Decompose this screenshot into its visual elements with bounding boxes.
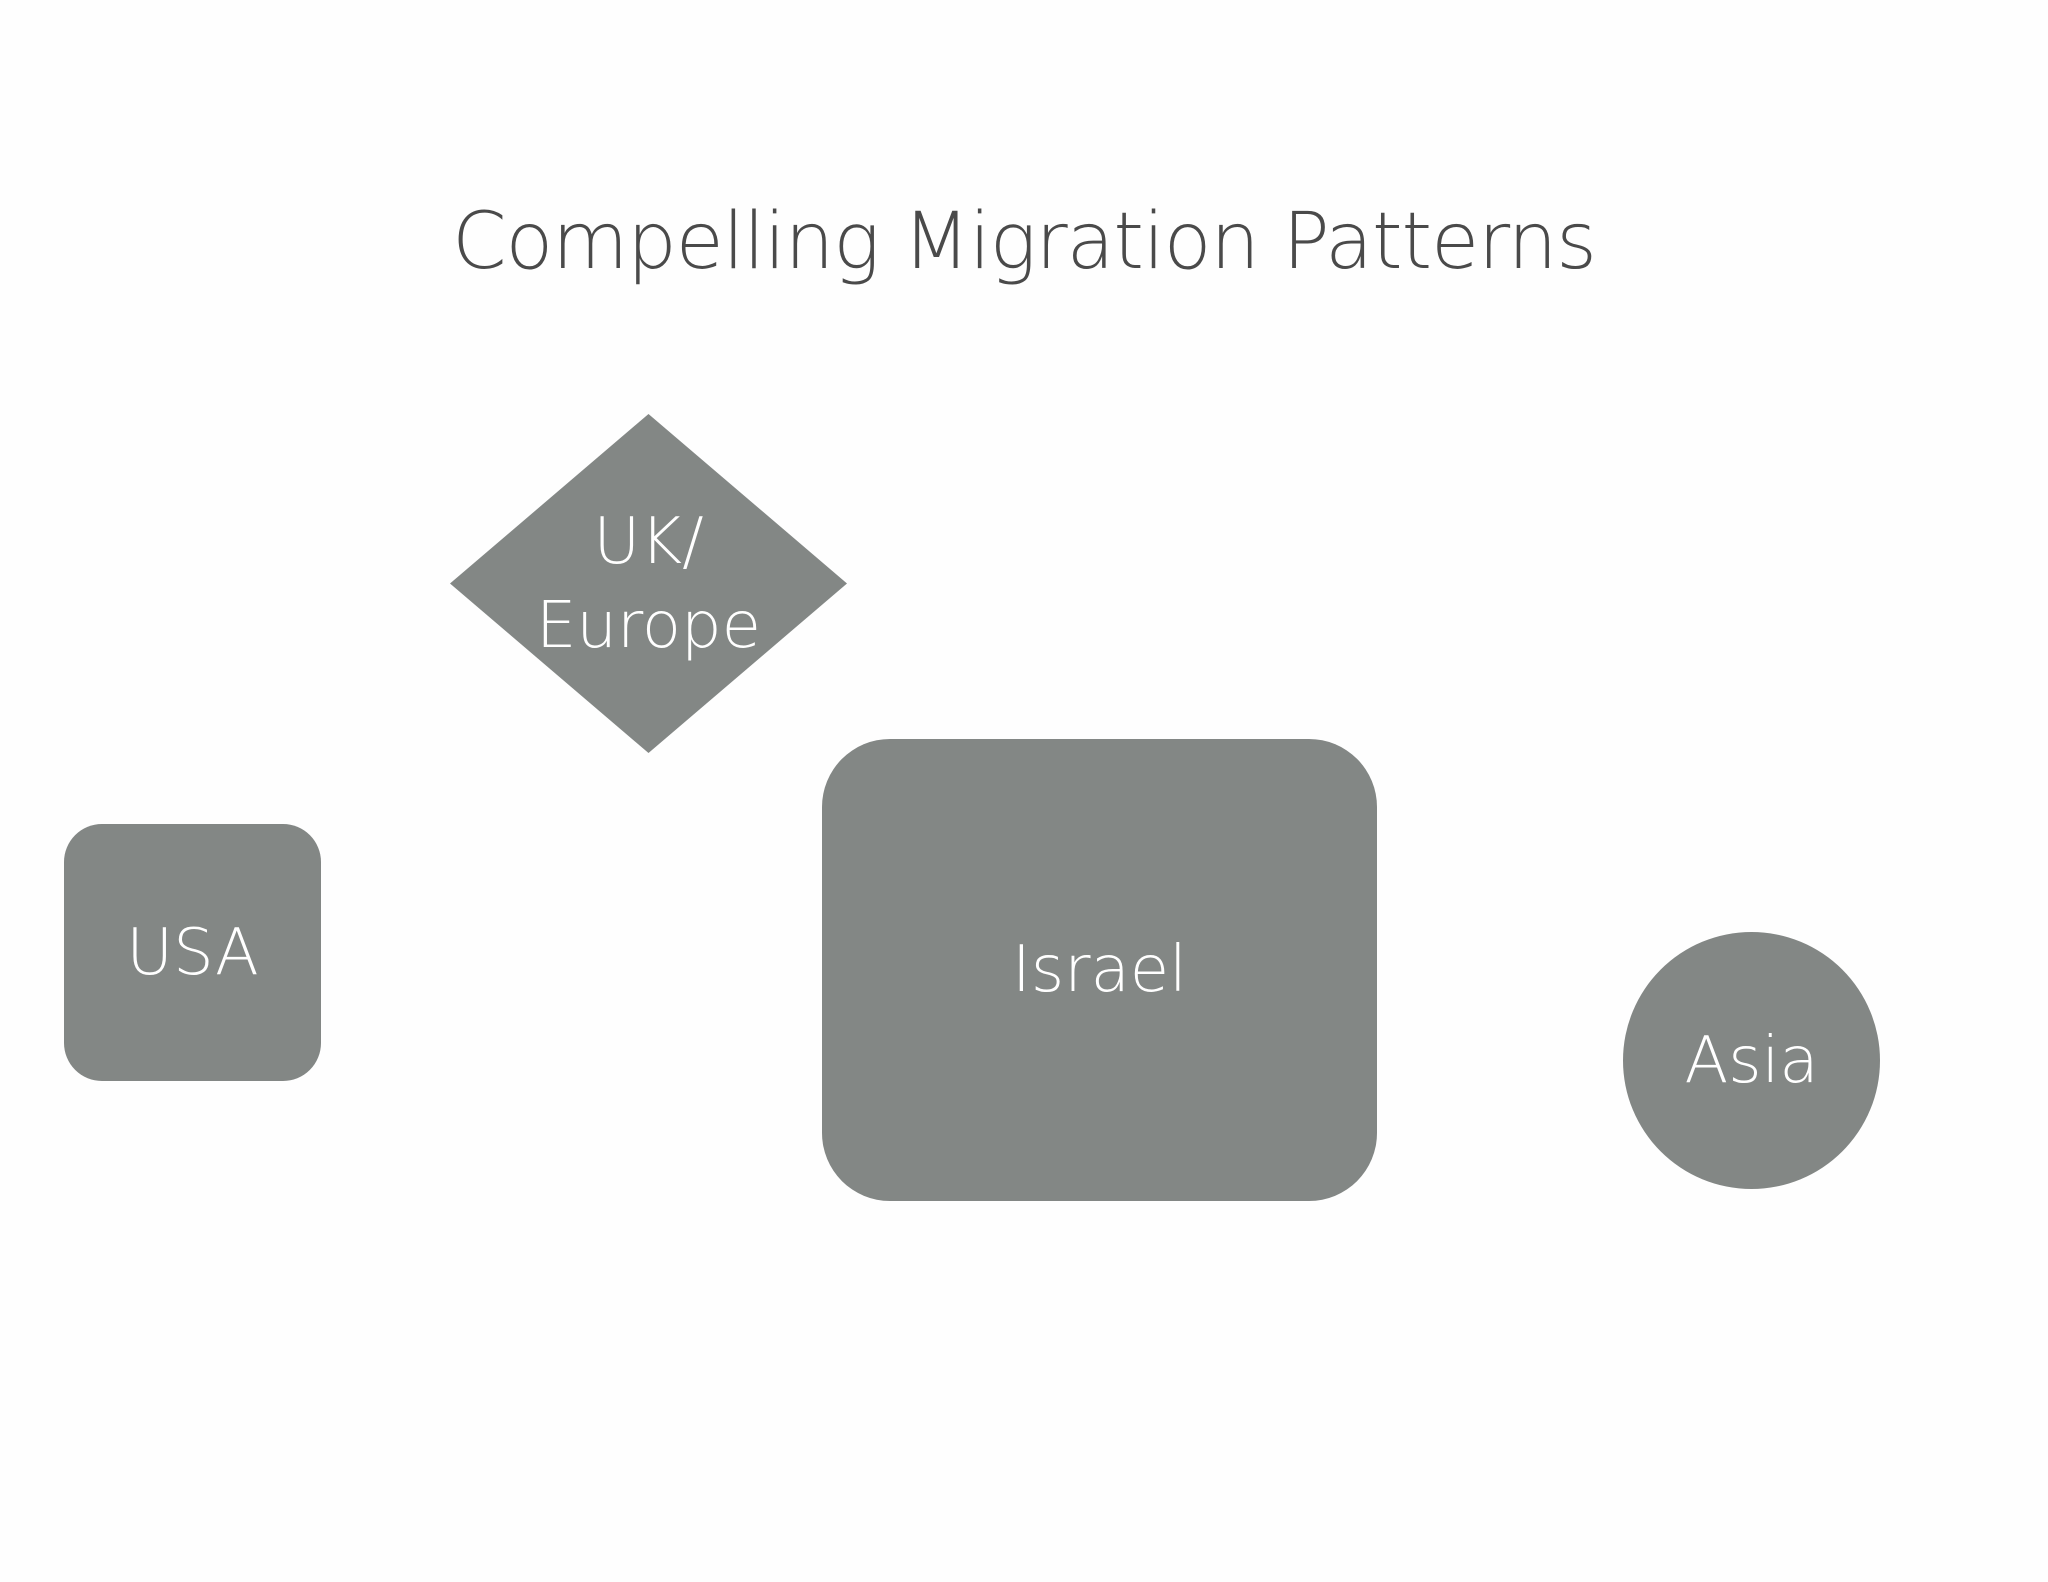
- uk-europe-label-line-2: Europe: [535, 588, 762, 663]
- asia-node: Asia: [1623, 932, 1880, 1189]
- slide-title: Compelling Migration Patterns: [452, 197, 1597, 287]
- asia-label: Asia: [1684, 1023, 1819, 1098]
- uk-europe-node: UK/ Europe: [450, 414, 847, 753]
- uk-europe-label-line-1: UK/: [593, 504, 704, 579]
- usa-label: USA: [126, 915, 259, 990]
- israel-label: Israel: [1012, 933, 1187, 1007]
- israel-node: Israel: [822, 739, 1377, 1201]
- uk-europe-label: UK/ Europe: [450, 414, 847, 753]
- usa-node: USA: [64, 824, 321, 1081]
- diamond-shape: [450, 414, 847, 753]
